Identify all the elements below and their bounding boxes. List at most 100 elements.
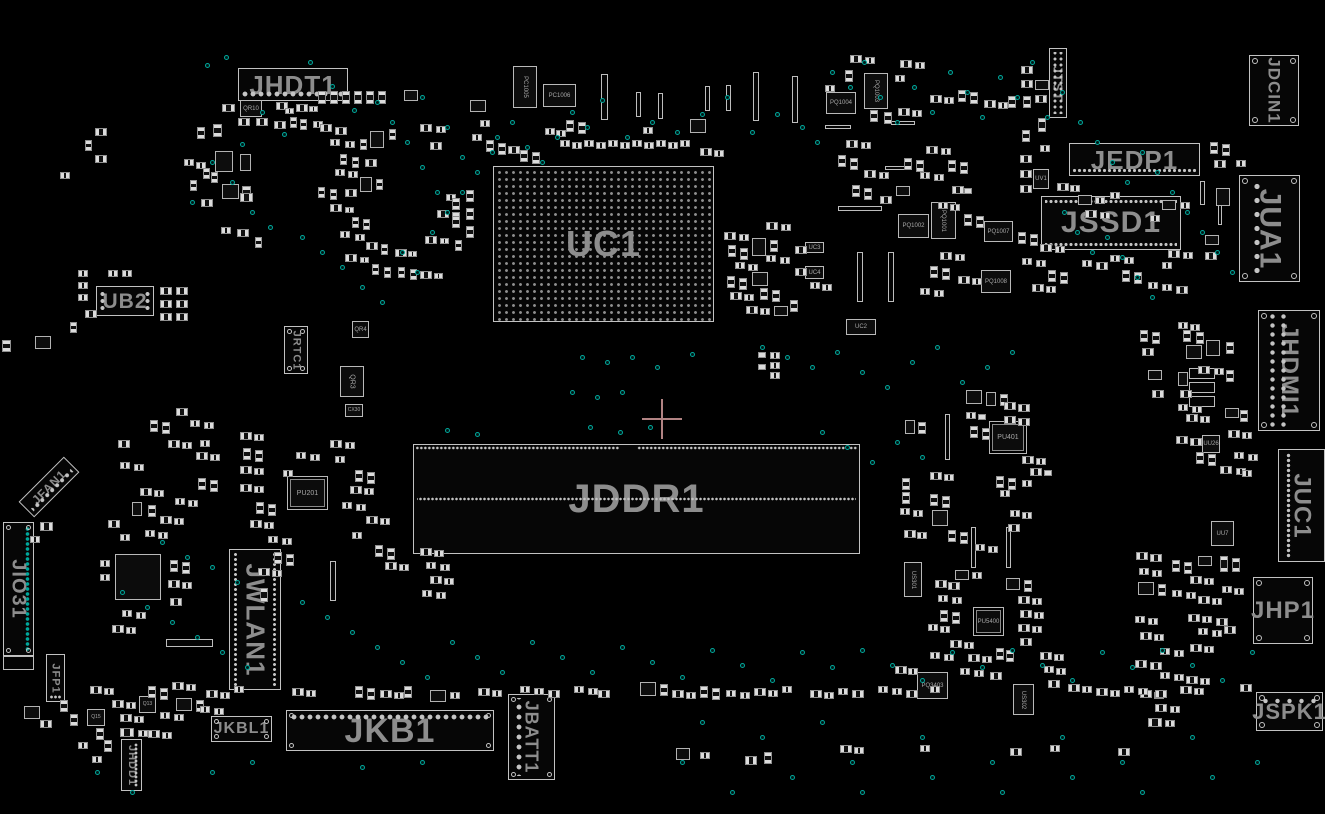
connector-jua1[interactable]: JUA1 [1239,175,1300,282]
pin-row [1045,242,1177,247]
via-testpoint [620,645,625,650]
smd-component [360,139,367,150]
smd-component [381,244,388,255]
smd-component [1205,252,1217,260]
via-testpoint [1060,90,1065,95]
ic-pq1008[interactable]: PQ1008 [981,270,1011,293]
smd-component [1004,416,1016,424]
connector-jkbl1[interactable]: JKBL1 [211,716,272,742]
connector-jhdd1[interactable]: JHDD1 [121,739,142,791]
smd-component [366,91,374,104]
connector-jdcin1[interactable]: JDCIN1 [1249,55,1299,126]
smd-component [95,128,107,136]
smd-component [766,255,776,262]
ic-qr3[interactable]: QR3 [340,366,364,397]
smd-component [1008,96,1016,108]
smd-component [268,536,278,543]
smd-component [1194,688,1204,695]
ic-uc3[interactable]: UC3 [805,242,824,253]
ic-pq1007[interactable]: PQ1007 [984,221,1013,242]
ic-pq3403[interactable]: PQ3403 [917,672,948,699]
ic-label: US302 [1020,690,1027,709]
smd-component [676,748,690,760]
smd-component [1048,270,1056,282]
smd-component [970,426,978,438]
smd-component [375,545,383,557]
smd-component [200,440,210,447]
ic-pu5400[interactable]: PU5400 [973,607,1004,636]
via-testpoint [1045,115,1050,120]
corner-pin [485,713,491,719]
via-testpoint [1170,190,1175,195]
smd-component [864,188,872,200]
connector-label: JHP1 [1250,596,1316,624]
ic-q15[interactable]: Q15 [87,709,105,726]
via-testpoint [570,390,575,395]
connector-jspk1[interactable]: JSPK1 [1252,692,1325,731]
ic-qr10[interactable]: QR10 [240,100,262,117]
ic-uv1[interactable]: UV1 [1033,169,1049,189]
smd-component [1228,430,1240,438]
ic-pq1003[interactable]: PQ1003 [864,73,888,109]
ic-uc2[interactable]: UC2 [846,319,876,335]
via-testpoint [740,663,745,668]
connector-jssd1[interactable]: JSSD1 [1041,196,1181,250]
smd-component [210,480,218,492]
connector-uc1[interactable]: UC1 [493,166,714,322]
ic-label: US301 [910,570,917,589]
ic-qr4[interactable]: QR4 [352,321,369,338]
ic-uu26[interactable]: UU26 [1202,435,1220,453]
smd-component [982,428,990,440]
ic-pc1006[interactable]: PC1006 [543,84,576,107]
smd-component [455,240,462,251]
ic-us302[interactable]: US302 [1013,684,1034,715]
ic-pq1002[interactable]: PQ1002 [898,214,929,238]
smd-component [108,270,118,277]
connector-jfan1[interactable]: JFAN1 [18,456,80,518]
ic-uu7[interactable]: UU7 [1211,521,1234,546]
connector-jtst[interactable]: JTST [1049,48,1067,118]
smd-component [389,129,396,140]
connector-jbatt1[interactable]: JBATT1 [508,694,555,780]
ic-pu201[interactable]: PU201 [287,476,328,510]
corner-pin [1252,58,1258,64]
smd-component [172,682,184,690]
smd-component [240,484,252,492]
smd-component [1178,404,1188,411]
connector-jio31[interactable]: JIO31 [3,522,34,656]
connector-jhdmi1[interactable]: JHDMI1 [1258,310,1320,431]
via-testpoint [912,85,917,90]
smd-component [220,692,230,699]
connector-label: UB2 [102,289,148,313]
pin-row [144,290,151,312]
via-testpoint [860,790,865,795]
connector-jfp1[interactable]: JFP1 [46,654,65,702]
smd-component [748,264,758,271]
via-testpoint [490,150,495,155]
connector-jhdt1[interactable]: JHDT1 [238,68,348,101]
via-testpoint [920,678,925,683]
ic-cx30[interactable]: CX30 [345,404,363,417]
connector-juc1[interactable]: JUC1 [1278,449,1325,562]
connector-jedp1[interactable]: JEDP1 [1069,143,1200,176]
via-testpoint [555,135,560,140]
ic-pc1005[interactable]: PC1005 [513,66,537,108]
connector-jkb1[interactable]: JKB1 [286,710,494,751]
connector-ub2[interactable]: UB2 [96,286,154,316]
smd-component [596,142,606,149]
smd-component [1135,660,1147,668]
ic-uc4[interactable]: UC4 [805,266,824,279]
connector-jhp1[interactable]: JHP1 [1250,577,1316,644]
smd-component [532,152,540,164]
smd-component [214,708,224,715]
ic-pq1004[interactable]: PQ1004 [826,92,856,114]
ic-us301[interactable]: US301 [904,562,922,597]
ic-q13[interactable]: Q13 [139,696,156,713]
via-testpoint [1015,95,1020,100]
smd-component [1148,370,1162,380]
smd-component [964,188,972,194]
connector-jrtc1[interactable]: JRTC1 [284,326,308,374]
via-testpoint [1100,650,1105,655]
connector-jddr1[interactable]: JDDR1 [413,444,860,554]
smd-component [126,702,136,709]
